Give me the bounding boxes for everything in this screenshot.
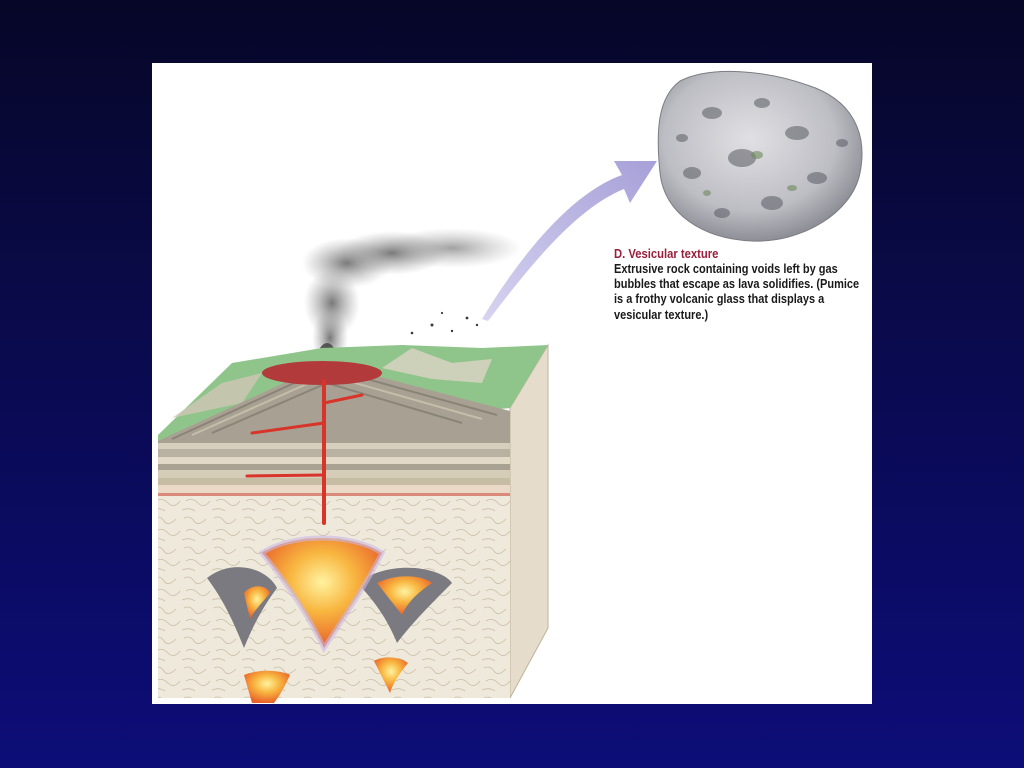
terrain-surface (158, 311, 548, 443)
slide-panel: D. Vesicular texture Extrusive rock cont… (152, 63, 872, 704)
pointer-arrow (482, 161, 657, 321)
magma-conduit (245, 379, 364, 525)
magma-chamber (207, 535, 452, 703)
volcano-diagram (158, 70, 863, 703)
caption-block: D. Vesicular texture Extrusive rock cont… (614, 247, 874, 323)
caption-body: Extrusive rock containing voids left by … (614, 262, 860, 322)
crater-lava (262, 361, 382, 385)
caption-title: D. Vesicular texture (614, 247, 719, 261)
pumice-rock-image (657, 70, 863, 242)
